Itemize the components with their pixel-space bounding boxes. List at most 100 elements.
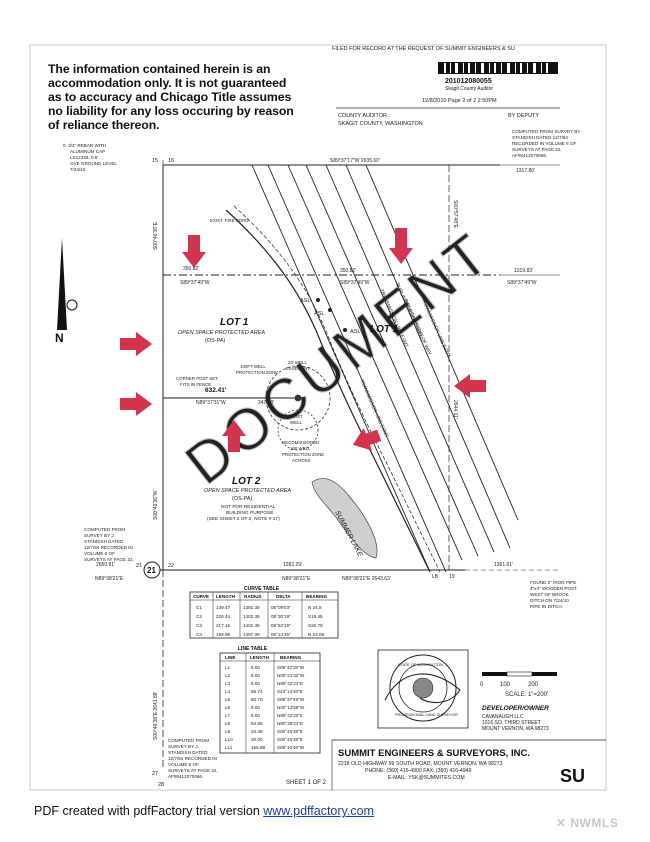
svg-text:PROFESSIONAL LAND SURVEYOR: PROFESSIONAL LAND SURVEYOR [395, 713, 458, 717]
line-table-cell: 30.00 [251, 737, 263, 742]
svg-text:STATE OF WASHINGTON: STATE OF WASHINGTON [398, 663, 443, 667]
filed-for-record: FILED FOR RECORD AT THE REQUEST OF SUMMI… [332, 46, 515, 52]
line-table-cell: L8 [225, 721, 231, 726]
line-table-cell: N89°42'21"E [277, 681, 303, 686]
svg-text:S89°37'49"W: S89°37'49"W [507, 280, 537, 286]
svg-text:2644.11': 2644.11' [452, 400, 458, 419]
line-table-cell: L6 [225, 705, 231, 710]
note-well-easement: 20' WELL EASEMENT [286, 360, 310, 371]
svg-text:4"x4" WOODEN POST: 4"x4" WOODEN POST [530, 586, 577, 591]
company-address: 2218 OLD HIGHWAY 99 SOUTH ROAD, MOUNT VE… [338, 761, 503, 767]
svg-text:08°52'19": 08°52'19" [271, 623, 291, 628]
svg-text:SURVEYS AT PAGE 22,: SURVEYS AT PAGE 22, [168, 768, 218, 773]
line-table-cell: L9 [225, 729, 231, 734]
svg-text:N 23.08: N 23.08 [308, 632, 325, 637]
county-auditor: COUNTY AUDITOR [338, 113, 387, 119]
pdffactory-link[interactable]: www.pdffactory.com [263, 804, 374, 818]
line-table-cell: N00°12'58"W [277, 705, 305, 710]
line-table-cell: N00°21'32"W [277, 673, 305, 678]
svg-text:7/24/10: 7/24/10 [70, 167, 86, 172]
svg-text:LENGTH: LENGTH [250, 655, 270, 660]
svg-text:RADIUS: RADIUS [244, 594, 262, 599]
svg-text:VOLUME 6 OF: VOLUME 6 OF [168, 762, 199, 767]
lot2-note-2: BUILDING PURPOSE [226, 510, 273, 516]
svg-text:ASL: ASL [314, 311, 324, 317]
summer-lake-shape [311, 478, 378, 559]
svg-text:20' WELL: 20' WELL [288, 360, 307, 365]
nwmls-text: NWMLS [570, 816, 619, 830]
svg-text:100 WELL: 100 WELL [290, 446, 311, 451]
line-table-cell: N80°28'21"E [277, 721, 303, 726]
disclaimer-line: as to accuracy and Chicago Title assumes [48, 90, 292, 104]
note-well-zone-upper: 100FT WELL PROTECTION ZONE [236, 364, 278, 375]
svg-text:12/7/84 RECORDED IN: 12/7/84 RECORDED IN [84, 545, 133, 550]
line-table-cell: 58.74 [251, 689, 263, 694]
lot2-code: (OS-PA) [232, 496, 253, 502]
svg-text:N89°37'31"W: N89°37'31"W [196, 400, 226, 406]
svg-text:350.82': 350.82' [340, 268, 356, 274]
svg-text:16: 16 [168, 158, 174, 164]
svg-text:LS12338, 0.6': LS12338, 0.6' [70, 155, 98, 160]
svg-text:08°30'19": 08°30'19" [271, 614, 291, 619]
company-email: E-MAIL: YSK@SUMMITES.COM [388, 775, 465, 781]
barcode-caption: Skagit County Auditor [445, 86, 493, 92]
svg-text:2650.81': 2650.81' [96, 562, 115, 568]
svg-text:N: N [55, 331, 64, 345]
line-table-cell: S89°42'20"W [277, 665, 305, 670]
svg-text:15: 15 [152, 158, 158, 164]
svg-text:N89°38'21"E: N89°38'21"E [282, 576, 311, 582]
svg-text:CURVE: CURVE [193, 594, 209, 599]
recording-barcode [438, 62, 558, 74]
disclaimer-line: The information contained herein is an [48, 62, 271, 76]
line-table-cell: 5.00 [251, 713, 260, 718]
nwmls-watermark: ✕ NWMLS [556, 816, 618, 830]
svg-text:217.15: 217.15 [216, 623, 230, 628]
line-table-cell: N89°42'20"E [277, 713, 303, 718]
svg-text:632.41': 632.41' [205, 387, 227, 394]
svg-text:1392.39: 1392.39 [243, 605, 260, 610]
svg-text:159.98: 159.98 [216, 632, 230, 637]
svg-text:S89°37'17"W 2635.60': S89°37'17"W 2635.60' [330, 158, 380, 164]
svg-text:200: 200 [528, 682, 539, 688]
svg-text:S00°57'48"E: S00°57'48"E [452, 200, 458, 229]
curve-table: CURVE TABLE CURVE LENGTH RADIUS DELTA BE… [189, 586, 339, 639]
svg-text:AF#8412070066.: AF#8412070066. [512, 153, 547, 158]
svg-text:247.60': 247.60' [258, 400, 274, 406]
line-table-cell: L2 [225, 673, 231, 678]
line-table-cell: 54.55 [251, 721, 263, 726]
line-table-cell: S89°37'49"W [277, 697, 305, 702]
scale-bar: 0 100 200 SCALE: 1"=200' [480, 671, 557, 698]
svg-text:PIPE IN DITCH.: PIPE IN DITCH. [530, 604, 563, 609]
developer-owner: DEVELOPER/OWNER CAVANAUGH LLC 1016 SO. T… [482, 705, 549, 732]
line-table-cell: 155.88 [251, 745, 265, 750]
svg-text:STANDISH DATED: STANDISH DATED [84, 539, 124, 544]
north-arrow-icon: N [55, 238, 78, 345]
svg-text:LINE: LINE [225, 655, 235, 660]
svg-text:RECORDED IN VOLUME 6 OF: RECORDED IN VOLUME 6 OF [512, 141, 577, 146]
boundary-lines [147, 160, 560, 770]
line-table-cell: S43°14'40"E [277, 689, 303, 694]
svg-text:0: 0 [480, 682, 484, 688]
note-bottom-left-survey: COMPUTED FROM SURVEY BY J. STANDISH DATE… [168, 738, 218, 779]
note-corner-post: CORNER POST SET FITS IN FENCE [176, 376, 218, 387]
svg-text:WEST OF BROOK: WEST OF BROOK [530, 592, 570, 597]
red-arrow-icons [120, 228, 486, 452]
line-table-cell: L1 [225, 665, 231, 670]
svg-text:COMPUTED FROM SURVEY BY: COMPUTED FROM SURVEY BY [512, 129, 581, 134]
line-table-cell: 8.00 [251, 705, 260, 710]
svg-text:N 24.8: N 24.8 [308, 605, 322, 610]
svg-text:DITCH ON 7/24/10: DITCH ON 7/24/10 [530, 598, 569, 603]
svg-text:C3: C3 [196, 623, 202, 628]
svg-text:DEVELOPER/OWNER: DEVELOPER/OWNER [482, 705, 549, 712]
svg-text:STANDISH DATED: STANDISH DATED [168, 750, 208, 755]
svg-text:28: 28 [158, 782, 164, 788]
svg-text:COMPUTED FROM: COMPUTED FROM [168, 738, 209, 743]
line-table-cell: 24.38 [251, 729, 263, 734]
line-table-cell: S00°46'38"E [277, 737, 303, 742]
svg-text:FITS IN FENCE: FITS IN FENCE [180, 382, 211, 387]
svg-text:WELL: WELL [290, 420, 303, 425]
svg-text:S89°37'49"W: S89°37'49"W [180, 280, 210, 286]
svg-text:19: 19 [449, 574, 455, 580]
